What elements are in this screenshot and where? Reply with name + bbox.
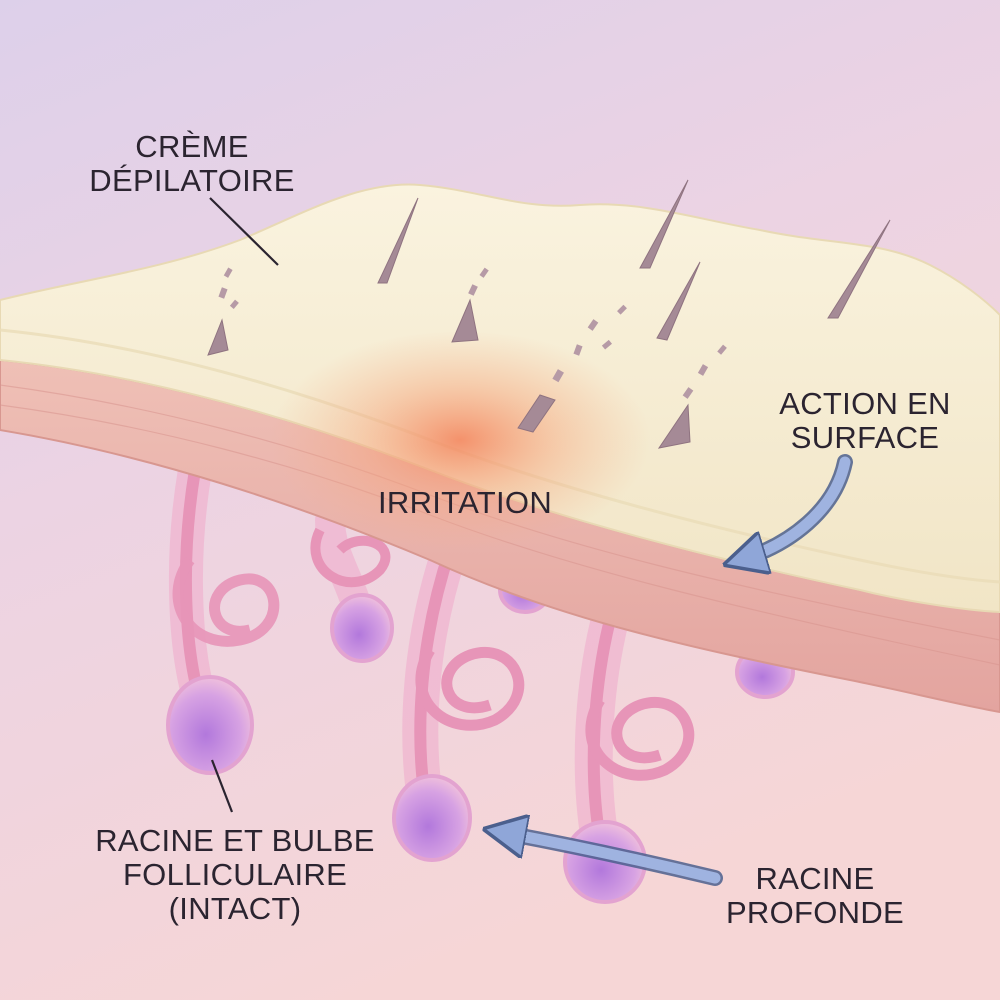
label-line: DÉPILATOIRE [62, 164, 322, 198]
label-racine-bulbe: RACINE ET BULBE FOLLICULAIRE (INTACT) [70, 824, 400, 926]
label-racine-profonde: RACINE PROFONDE [700, 862, 930, 930]
label-creme-depilatoire: CRÈME DÉPILATOIRE [62, 130, 322, 198]
label-action-surface: ACTION EN SURFACE [760, 387, 970, 455]
label-irritation: IRRITATION [340, 486, 590, 520]
bulb [168, 677, 252, 773]
label-line: RACINE ET BULBE [70, 824, 400, 858]
label-line: ACTION EN [760, 387, 970, 421]
label-line: FOLLICULAIRE [70, 858, 400, 892]
bulb [332, 595, 392, 661]
bulb [394, 776, 470, 860]
label-line: (INTACT) [70, 892, 400, 926]
label-line: SURFACE [760, 421, 970, 455]
label-line: RACINE [700, 862, 930, 896]
label-line: CRÈME [62, 130, 322, 164]
label-line: IRRITATION [340, 486, 590, 520]
label-line: PROFONDE [700, 896, 930, 930]
